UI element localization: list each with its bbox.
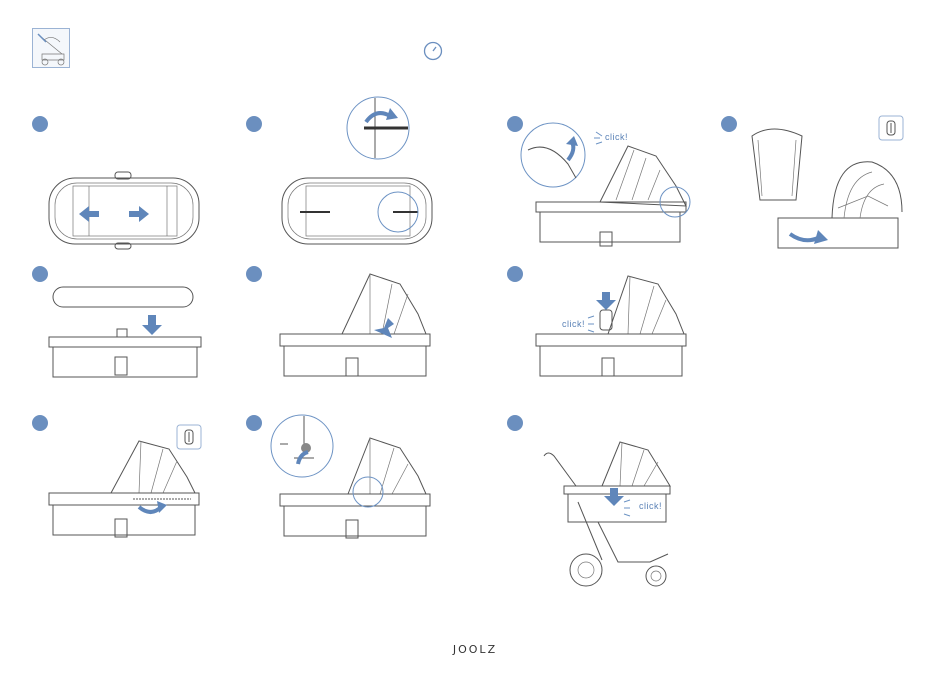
mattress-insert-icon [45,283,205,388]
step-6-marker [246,266,262,282]
step-5-marker [32,266,48,282]
zip-hint-badge-step-4 [878,115,904,141]
click-label-step-3: click! [605,132,628,142]
timer-indicator [423,41,443,61]
hood-click-lock-icon [532,270,692,390]
brand-logo: JOOLZ [0,643,950,656]
click-label-step-7: click! [562,319,585,329]
hood-attach-icon [276,270,436,390]
cot-liner-removal-icon [748,124,910,254]
click-label-step-10: click! [639,501,662,511]
step-1-marker [32,116,48,132]
step-4-marker [721,116,737,132]
stroller-product-thumbnail-icon [32,28,70,68]
hood-release-detail-icon [268,412,438,552]
zip-hint-badge-step-8 [176,424,202,450]
step-7-marker [507,266,523,282]
product-thumbnail [32,28,70,68]
zipper-icon [176,424,202,450]
cot-top-view-rotate-detail-icon [278,96,443,256]
step-9-marker [246,415,262,431]
cot-on-chassis-click-icon [538,440,683,595]
cot-top-view-slide-icon [45,168,205,253]
step-2-marker [246,116,262,132]
zipper-icon [878,115,904,141]
stopwatch-icon [423,41,443,61]
step-10-marker [507,415,523,431]
